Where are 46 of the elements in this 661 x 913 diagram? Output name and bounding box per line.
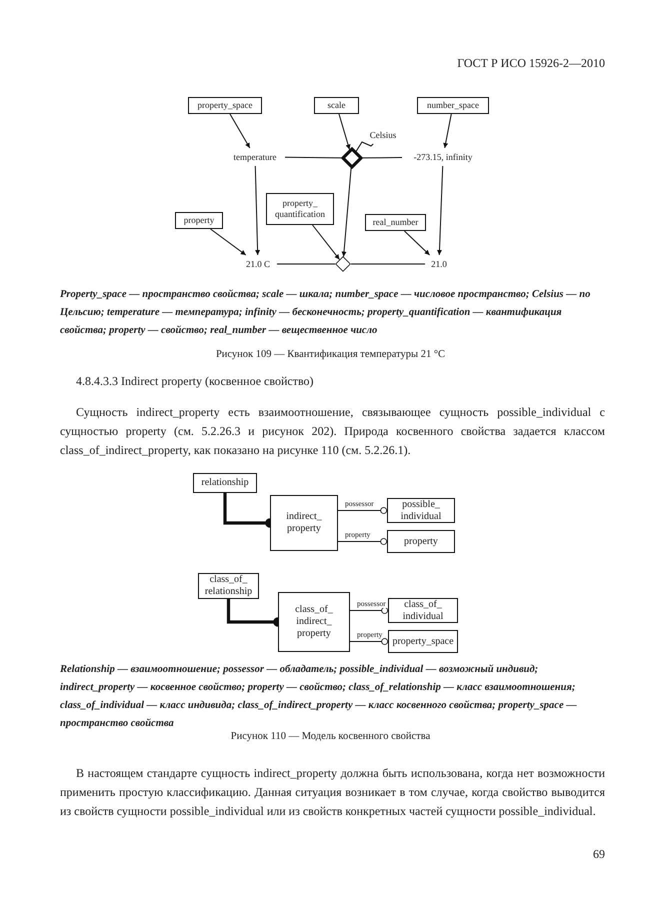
entity-box: possible_ individual bbox=[387, 498, 455, 523]
circle-end-line bbox=[350, 638, 388, 645]
circle-end-line bbox=[338, 507, 388, 514]
entity-box: property_ quantification bbox=[266, 193, 334, 225]
page-number: 69 bbox=[593, 847, 605, 862]
entity-box: real_number bbox=[365, 214, 426, 231]
entity-box: property bbox=[175, 212, 223, 229]
node-label: temperature bbox=[228, 151, 282, 163]
connector-line bbox=[284, 156, 342, 158]
circle-end-line bbox=[338, 538, 388, 545]
entity-box: class_of_ individual bbox=[388, 598, 458, 623]
figure-key: Property_space — пространство свойства; scale — шкала; number_space — числовое пространство; Celsius — по Цельсию; temperature — температура; infinity — бесконечность; property_quantification — квантификация свойства; property — свойство; real_number — вещественное число bbox=[60, 286, 605, 340]
connector-line bbox=[362, 157, 402, 158]
node-label: 21.0 bbox=[428, 258, 450, 270]
node-label: Celsius bbox=[366, 129, 400, 141]
figure-caption: Рисунок 110 — Модель косвенного свойства bbox=[230, 731, 432, 742]
arrow bbox=[404, 230, 430, 256]
entity-box: property bbox=[387, 530, 455, 553]
arrow bbox=[210, 228, 246, 256]
circle-end-line bbox=[350, 607, 388, 614]
arrow bbox=[312, 224, 340, 260]
entity-box: indirect_ property bbox=[270, 495, 338, 551]
figure-caption: Рисунок 109 — Квантификация температуры 21 °С bbox=[214, 349, 446, 360]
figure-key: Relationship — взаимоотношение; possessor — обладатель; possible_individual — возможный индивид; indirect_property — косвенное свойство; property — свойство; class_of_relationship — класс взаимоотношения; class_of_individual — класс индивида; class_of_indirect_property — класс косвенного свойства; property_space — пространство свойства bbox=[60, 661, 605, 733]
arrow bbox=[437, 166, 444, 256]
entity-box: scale bbox=[314, 97, 359, 114]
paragraph: Сущность indirect_property есть взаимоотношение, связывающее сущность possible_individual с сущностью property (см. 5.2.26.3 и рисунок 202). Природа косвенного свойства задается классом class_of_indirect_property, как показано на рисунке 110 (см. 5.2.26.1). bbox=[60, 404, 605, 459]
arrow bbox=[443, 114, 452, 148]
entity-box: property_space bbox=[388, 630, 458, 653]
arrow bbox=[342, 168, 352, 258]
arrow bbox=[338, 114, 350, 150]
relation-diamond bbox=[341, 147, 363, 169]
entity-box: class_of_ indirect_ property bbox=[278, 592, 350, 652]
entity-box: property_space bbox=[188, 97, 262, 114]
node-label: 21.0 C bbox=[242, 258, 274, 270]
entity-box: relationship bbox=[193, 473, 257, 493]
entity-box: class_of_ relationship bbox=[198, 573, 259, 599]
arrow bbox=[254, 166, 260, 256]
node-label: -273.15, infinity bbox=[405, 151, 481, 163]
arrow bbox=[230, 114, 250, 148]
document-header: ГОСТ Р ИСО 15926-2—2010 bbox=[457, 56, 605, 71]
paragraph: В настоящем стандарте сущность indirect_property должна быть использована, когда нет возможности применить простую классификацию. Данная ситуация возникает в том случае, когда свойство выводится из свойств сущности possible_individual или из свойств конкретных частей сущности possible_individual. bbox=[60, 765, 605, 820]
leader-line bbox=[356, 141, 374, 152]
section-heading: 4.8.4.3.3 Indirect property (косвенное свойство) bbox=[76, 374, 315, 389]
entity-box: number_space bbox=[417, 97, 489, 114]
relation-diamond bbox=[335, 256, 351, 272]
